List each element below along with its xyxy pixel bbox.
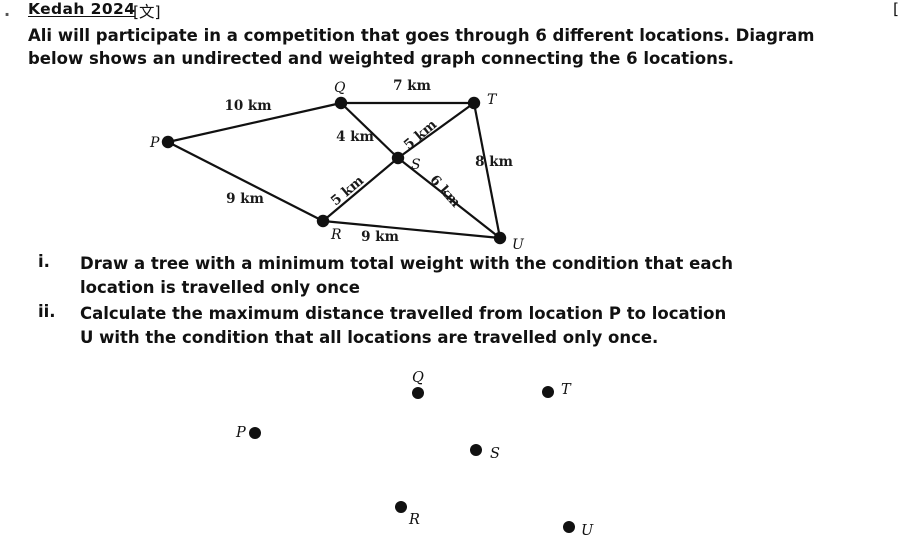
graph-node-t: [467, 96, 481, 110]
question-item-ii: ii. Calculate the maximum distance trave…: [0, 302, 901, 350]
weighted-graph-svg: P Q R S T U 10 km 9 km 7 km 4 km 5 km 5 km 6 km 8 km…: [149, 78, 525, 252]
question-number-i: i.: [38, 252, 50, 271]
header-line: . Kedah 2024 [文] [: [0, 0, 901, 22]
edge-weight-s-u: 6 km: [426, 172, 463, 211]
answer-node-labels: P Q T S R U: [235, 370, 594, 539]
graph-edge-p-r: [167, 141, 324, 222]
graph-edge-s-t: [397, 102, 475, 159]
graph-node-label-p: P: [149, 135, 160, 151]
question-list: i. Draw a tree with a minimum total weig…: [0, 252, 901, 350]
question-number-ii: ii.: [38, 302, 56, 321]
graph-edge-t-u: [472, 102, 502, 239]
answer-node-s[interactable]: [470, 444, 482, 456]
graph-edge-s-u: [397, 157, 501, 239]
right-edge-bracket: [: [893, 0, 900, 18]
edge-weight-p-r: 9 km: [226, 191, 264, 207]
answer-node-label-t: T: [561, 382, 572, 398]
question-item-i: i. Draw a tree with a minimum total weig…: [0, 252, 901, 300]
graph-edge-r-u: [322, 219, 501, 240]
graph-edge-lines: [167, 101, 502, 240]
question-text-i: Draw a tree with a minimum total weight …: [80, 252, 901, 300]
graph-node-label-s: S: [411, 157, 421, 173]
question-text-ii: Calculate the maximum distance travelled…: [80, 302, 901, 350]
edge-weight-s-t: 5 km: [401, 117, 440, 154]
answer-node-p[interactable]: [249, 427, 261, 439]
weighted-graph-figure: P Q R S T U 10 km 9 km 7 km 4 km 5 km 5 km 6 km 8 km…: [0, 74, 901, 252]
graph-node-label-q: Q: [334, 80, 346, 96]
intro-line-2: below shows an undirected and weighted g…: [28, 49, 734, 68]
graph-node-p: [161, 135, 175, 149]
answer-node-label-q: Q: [412, 370, 424, 386]
edge-weight-q-s: 4 km: [336, 129, 374, 145]
question-i-line-1: Draw a tree with a minimum total weight …: [80, 254, 733, 273]
edge-weight-p-q: 10 km: [224, 98, 271, 114]
answer-node-diagram: P Q T S R U: [0, 370, 901, 546]
graph-node-label-t: T: [487, 92, 498, 108]
answer-node-t[interactable]: [542, 386, 554, 398]
answer-node-u[interactable]: [563, 521, 575, 533]
intro-line-1: Ali will participate in a competition th…: [28, 26, 815, 45]
graph-node-dots: [161, 96, 507, 245]
graph-node-q: [334, 96, 348, 110]
question-i-line-2: location is travelled only once: [80, 278, 360, 297]
graph-node-labels: P Q R S T U: [149, 80, 525, 252]
graph-edge-r-s: [322, 157, 399, 222]
answer-node-q[interactable]: [412, 387, 424, 399]
graph-node-label-r: R: [330, 227, 342, 243]
graph-edge-q-s: [340, 102, 399, 159]
question-ii-line-2: U with the condition that all locations …: [80, 328, 659, 347]
answer-node-label-p: P: [235, 425, 246, 441]
source-reference: Kedah 2024: [28, 0, 136, 18]
graph-node-label-u: U: [512, 237, 525, 252]
intro-paragraph: Ali will participate in a competition th…: [28, 24, 878, 70]
edge-weight-q-t: 7 km: [393, 78, 431, 94]
answer-node-label-u: U: [581, 523, 594, 539]
edge-weight-r-s: 5 km: [328, 173, 367, 210]
graph-node-u: [493, 231, 507, 245]
graph-node-r: [316, 214, 330, 228]
graph-node-s: [391, 151, 405, 165]
edge-weight-t-u: 8 km: [475, 154, 513, 170]
answer-node-label-s: S: [490, 446, 500, 462]
answer-node-r[interactable]: [395, 501, 407, 513]
edge-weight-r-u: 9 km: [361, 229, 399, 245]
answer-diagram-svg[interactable]: P Q T S R U: [0, 370, 901, 546]
paper-tag: [文]: [133, 3, 161, 21]
answer-node-dots: [249, 386, 575, 533]
answer-node-label-r: R: [408, 512, 420, 528]
question-item-marker: .: [4, 1, 11, 20]
graph-edge-p-q: [167, 101, 342, 144]
question-ii-line-1: Calculate the maximum distance travelled…: [80, 304, 727, 323]
